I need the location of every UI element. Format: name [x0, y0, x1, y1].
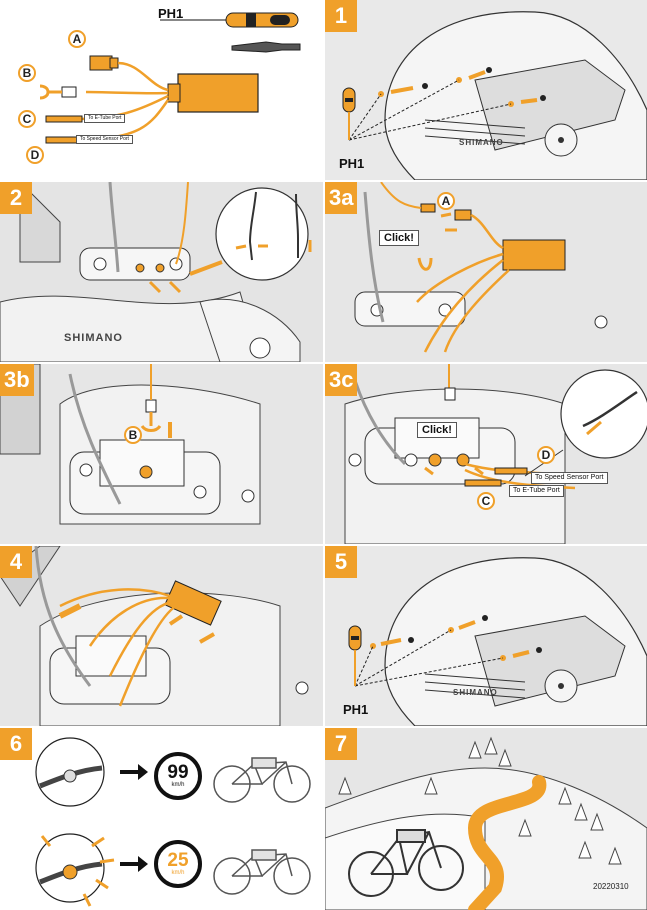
- label-d: D: [537, 446, 555, 464]
- bicycle-icon: [213, 757, 311, 803]
- arrow-right-icon: [120, 764, 148, 780]
- row-divider: [0, 180, 647, 182]
- clip-tool-icon: [231, 41, 301, 53]
- trail-ride-illustration: [325, 728, 647, 910]
- row-divider: [0, 544, 647, 546]
- step-number: 5: [325, 546, 357, 578]
- click-callout: Click!: [417, 422, 457, 438]
- screwdriver-icon: [342, 87, 356, 140]
- connect-a-illustration: [325, 182, 647, 362]
- step-number: 7: [325, 728, 357, 760]
- screwdriver-icon: [348, 625, 362, 686]
- connect-b-illustration: [0, 364, 323, 544]
- speed-after-unit: km/h: [171, 870, 185, 876]
- step-4-panel: 4: [0, 546, 323, 726]
- handlebar-icon: [35, 737, 105, 807]
- motor-cover-illustration: [348, 557, 647, 726]
- label-b: B: [124, 426, 142, 444]
- step-3b-panel: 3b B: [0, 364, 323, 544]
- step-1-panel: 1 PH1 SHIMANO: [325, 0, 647, 180]
- ph1-label: PH1: [158, 6, 184, 21]
- step-number: 3c: [325, 364, 358, 396]
- connect-cd-illustration: [325, 364, 647, 544]
- step-5-panel: 5 PH1 SHIMANO: [325, 546, 647, 726]
- arrow-right-icon: [120, 856, 148, 872]
- screwdriver-icon: [160, 12, 299, 28]
- tag-etube: To E-Tube Port: [509, 485, 564, 497]
- click-callout: Click!: [379, 230, 419, 246]
- label-a: A: [437, 192, 455, 210]
- motor-cover-illustration: [342, 11, 647, 180]
- step-7-panel: 7 20220310: [325, 728, 647, 910]
- label-c: C: [18, 110, 36, 128]
- ph1-label: PH1: [339, 156, 365, 171]
- tag-speed: To Speed Sensor Port: [531, 472, 608, 484]
- document-code: 20220310: [593, 882, 629, 891]
- label-d: D: [26, 146, 44, 164]
- speed-after-badge: 25 km/h: [154, 840, 202, 888]
- step-number: 6: [0, 728, 32, 760]
- label-a: A: [68, 30, 86, 48]
- speed-after-value: 25: [167, 850, 189, 871]
- label-c: C: [477, 492, 495, 510]
- step-6-panel: 6 99 km/h 25 km/h: [0, 728, 323, 910]
- bicycle-icon: [348, 829, 464, 897]
- bicycle-icon: [213, 849, 311, 895]
- disconnect-illustration: [0, 182, 323, 362]
- step-number: 1: [325, 0, 357, 32]
- step-3a-panel: 3a A Click!: [325, 182, 647, 362]
- step-number: 3a: [325, 182, 358, 214]
- column-divider: [323, 0, 325, 910]
- speed-before-badge: 99 km/h: [154, 752, 202, 800]
- tag-etube: To E-Tube Port: [84, 114, 126, 123]
- row-divider: [0, 362, 647, 364]
- tag-speed: To Speed Sensor Port: [76, 135, 133, 144]
- handlebar-icon: [35, 833, 115, 907]
- step-3c-panel: 3c Click! D C To Speed Sensor Port To E-…: [325, 364, 647, 544]
- speed-limit-illustration: [35, 737, 311, 907]
- speed-before-value: 99: [167, 762, 189, 783]
- step-number: 4: [0, 546, 32, 578]
- brand-label: SHIMANO: [459, 138, 504, 147]
- tree-icon: [338, 736, 622, 865]
- row-divider: [0, 726, 647, 728]
- step-number: 2: [0, 182, 32, 214]
- ph1-label: PH1: [343, 702, 369, 717]
- brand-label: SHIMANO: [64, 332, 123, 344]
- parts-panel: PH1 A B C D To E-Tube Port To Speed Sens…: [0, 0, 323, 180]
- parts-illustration: [39, 12, 301, 144]
- step-number: 3b: [0, 364, 34, 396]
- speed-before-unit: km/h: [171, 782, 185, 788]
- brand-label: SHIMANO: [453, 688, 498, 697]
- tuck-in-illustration: [0, 546, 323, 726]
- step-2-panel: 2 SHIMANO: [0, 182, 323, 362]
- label-b: B: [18, 64, 36, 82]
